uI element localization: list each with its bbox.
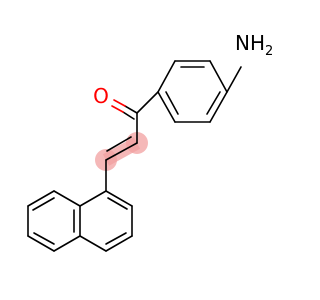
- naphthalene-right-ring: [79, 190, 133, 252]
- carbonyl-bond-line: [111, 105, 124, 113]
- alkene-double-bond: [105, 136, 138, 161]
- ring-bond: [27, 190, 55, 207]
- ring-double-bond: [206, 91, 221, 115]
- oxygen-atom-label: O: [93, 84, 109, 108]
- molecule-structure: O NH2: [27, 31, 273, 252]
- ring-bond: [105, 235, 133, 252]
- ring-double-bond: [107, 197, 128, 210]
- ring-bond: [53, 190, 81, 207]
- structure-canvas: O NH2: [27, 31, 273, 252]
- ring-bond: [209, 60, 228, 93]
- ring-bond: [105, 190, 133, 207]
- carbonyl-bond-line: [124, 105, 138, 114]
- ring-bond: [157, 91, 176, 123]
- ring-double-bond: [32, 197, 55, 211]
- carbonyl-bond-line: [113, 99, 126, 107]
- amine-subscript: 2: [265, 44, 273, 59]
- ring-bond: [79, 190, 107, 207]
- amine-atom-label: NH2: [235, 31, 273, 59]
- carbonyl-double-bond: [111, 99, 138, 120]
- ring-double-bond: [165, 91, 179, 115]
- ring-double-bond: [105, 232, 127, 245]
- naphthalene-left-ring: [27, 190, 81, 252]
- alkene-bond-line: [106, 136, 132, 152]
- ring-bond: [209, 91, 228, 123]
- ring-bond: [27, 235, 55, 252]
- alkene-bond-line: [105, 142, 138, 161]
- aryl-carbonyl-bond: [136, 91, 159, 114]
- amine-bond: [226, 66, 242, 93]
- ring-bond: [53, 235, 81, 252]
- ring-bond: [79, 235, 107, 252]
- ring-bond: [157, 60, 176, 93]
- aminophenyl-ring: [157, 60, 228, 123]
- amine-symbol: NH: [235, 31, 265, 55]
- carbonyl-bond-line: [122, 111, 135, 120]
- ring-double-bond: [33, 232, 55, 245]
